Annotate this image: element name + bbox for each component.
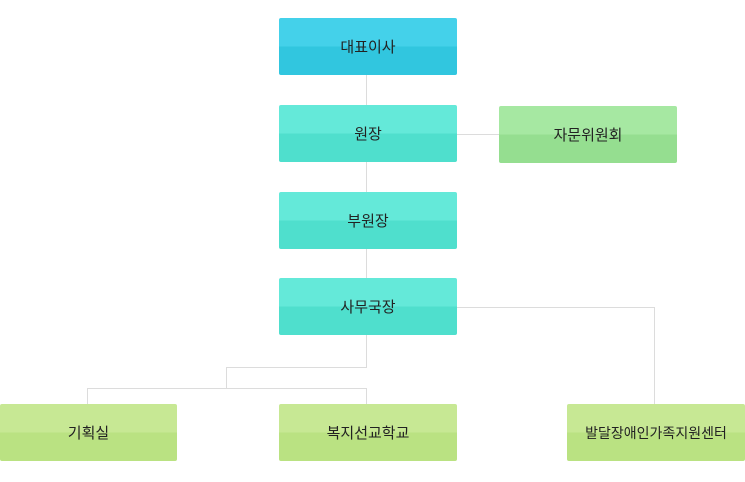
secretary-general-box[interactable]: 사무국장 bbox=[279, 278, 457, 335]
vice-director-label: 부원장 bbox=[347, 212, 389, 230]
connector-secretary-down bbox=[366, 335, 367, 368]
support-center-box[interactable]: 발달장애인가족지원센터 bbox=[567, 404, 745, 461]
planning-office-label: 기획실 bbox=[67, 424, 110, 442]
advisory-committee-label: 자문위원회 bbox=[553, 126, 623, 144]
connector-vice-secretary bbox=[366, 249, 367, 278]
connector-elbow-horizontal bbox=[226, 367, 367, 368]
advisory-committee-box[interactable]: 자문위원회 bbox=[499, 106, 677, 163]
connector-ceo-director bbox=[366, 75, 367, 105]
welfare-school-box[interactable]: 복지선교학교 bbox=[279, 404, 457, 461]
connector-branch-horizontal bbox=[87, 388, 367, 389]
vice-director-box[interactable]: 부원장 bbox=[279, 192, 457, 249]
support-center-label: 발달장애인가족지원센터 bbox=[585, 425, 727, 442]
ceo-label: 대표이사 bbox=[340, 38, 396, 56]
connector-to-center bbox=[654, 307, 655, 404]
connector-to-planning bbox=[87, 388, 88, 404]
connector-director-vice bbox=[366, 162, 367, 192]
connector-elbow-vertical bbox=[226, 367, 227, 388]
connector-director-committee bbox=[456, 134, 500, 135]
secretary-general-label: 사무국장 bbox=[340, 298, 396, 316]
ceo-box[interactable]: 대표이사 bbox=[279, 18, 457, 75]
director-box[interactable]: 원장 bbox=[279, 105, 457, 162]
director-label: 원장 bbox=[354, 125, 382, 143]
connector-to-school bbox=[366, 388, 367, 404]
welfare-school-label: 복지선교학교 bbox=[326, 424, 410, 442]
planning-office-box[interactable]: 기획실 bbox=[0, 404, 177, 461]
connector-secretary-right bbox=[456, 307, 655, 308]
